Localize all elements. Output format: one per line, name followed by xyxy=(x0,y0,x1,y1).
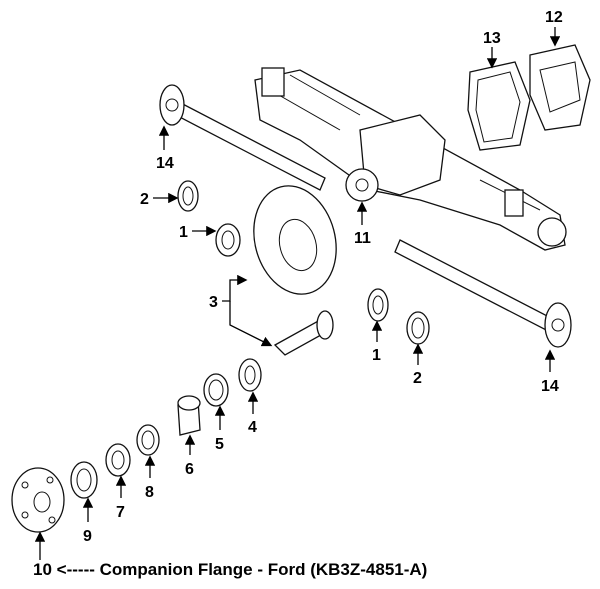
callout-1-left: 1 xyxy=(179,224,188,241)
differential-cover[interactable] xyxy=(529,44,591,131)
caption-text: <----- Companion Flange - Ford (KB3Z-485… xyxy=(56,560,428,579)
pinion-bearing[interactable] xyxy=(238,358,262,392)
callout-7: 7 xyxy=(116,504,125,521)
axle-flange-yoke[interactable] xyxy=(345,168,379,202)
bearing-left[interactable] xyxy=(215,223,241,257)
callout-2-right: 2 xyxy=(413,370,422,387)
callout-11: 11 xyxy=(354,230,371,247)
callout-1-right: 1 xyxy=(372,347,381,364)
callout-13: 13 xyxy=(483,30,501,47)
callout-9: 9 xyxy=(83,528,92,545)
axle-housing[interactable] xyxy=(254,67,567,251)
pinion-seal[interactable] xyxy=(70,461,98,499)
cover-gasket[interactable] xyxy=(467,61,531,151)
outer-bearing[interactable] xyxy=(105,443,131,477)
callout-3: 3 xyxy=(209,294,218,311)
companion-flange-caption: 10 <----- Companion Flange - Ford (KB3Z-… xyxy=(33,560,427,580)
crush-sleeve[interactable] xyxy=(177,395,201,436)
callout-2-left: 2 xyxy=(140,191,149,208)
bearing-cup-left[interactable] xyxy=(177,180,199,212)
callout-6: 6 xyxy=(185,461,194,478)
bearing-right[interactable] xyxy=(367,288,389,322)
callout-8: 8 xyxy=(145,484,154,501)
outer-bearing-cup[interactable] xyxy=(136,424,160,456)
pinion-bearing-cup[interactable] xyxy=(203,373,229,407)
pinion-gear[interactable] xyxy=(273,310,334,356)
callout-14-right: 14 xyxy=(541,378,559,395)
callout-5: 5 xyxy=(215,436,224,453)
callout-14-left: 14 xyxy=(156,155,174,172)
companion-flange[interactable] xyxy=(11,467,65,533)
ring-gear[interactable] xyxy=(242,177,348,304)
callout-12: 12 xyxy=(545,9,563,26)
axle-shaft-right[interactable] xyxy=(394,239,572,348)
callout-10: 10 xyxy=(33,560,52,579)
callout-4: 4 xyxy=(248,419,257,436)
bearing-cup-right[interactable] xyxy=(406,311,430,345)
axle-shaft-left[interactable] xyxy=(159,84,326,191)
